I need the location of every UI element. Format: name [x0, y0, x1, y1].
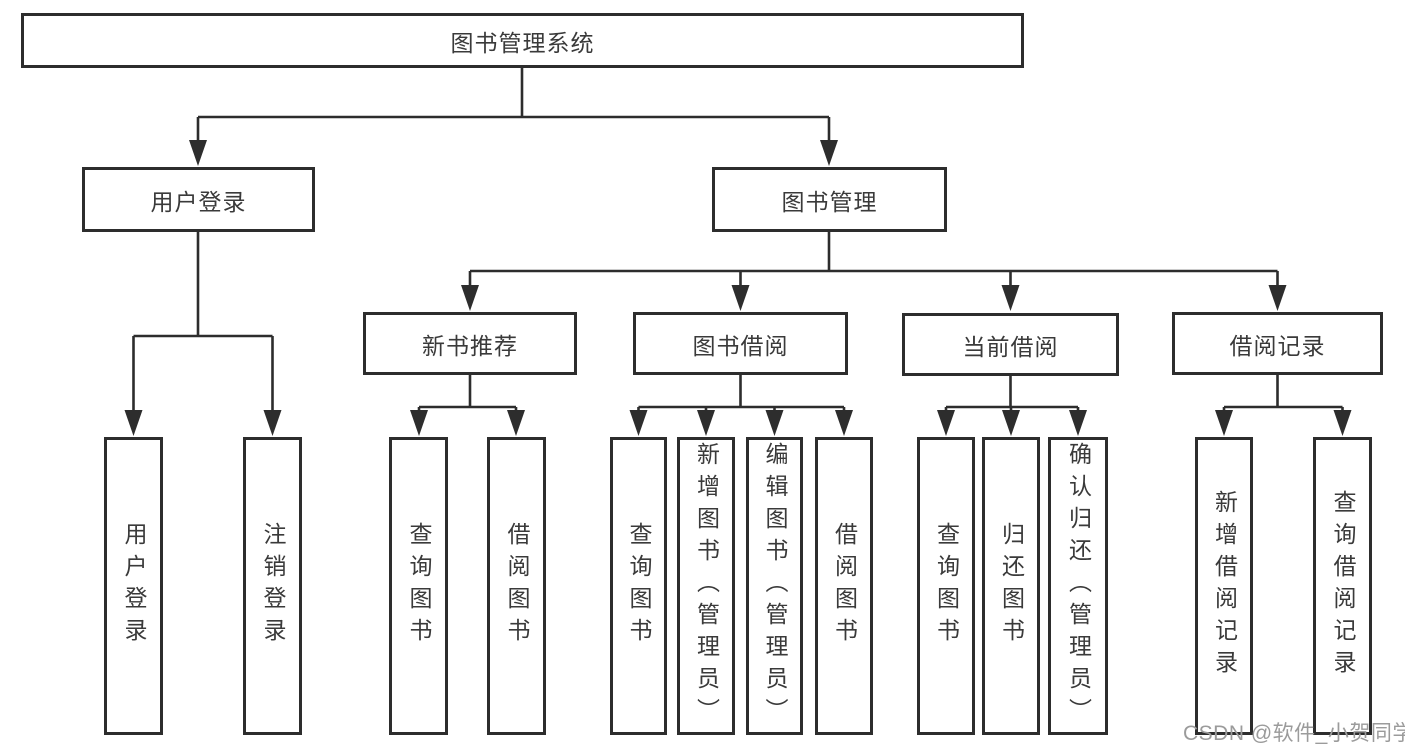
- node-library-system: 图书管理系统: [21, 13, 1024, 68]
- leaf-borrow-books-recommend-label: 借阅图书: [504, 522, 530, 650]
- leaf-query-books-recommend-label: 查询图书: [406, 522, 432, 650]
- node-borrow-record-label: 借阅记录: [1229, 332, 1326, 359]
- leaf-return-books: 归还图书: [982, 437, 1040, 735]
- node-book-management: 图书管理: [712, 167, 947, 232]
- leaf-user-login-label: 用户登录: [121, 522, 147, 650]
- leaf-borrow-books-recommend: 借阅图书: [487, 437, 546, 735]
- leaf-borrow-books-label: 借阅图书: [831, 522, 858, 650]
- node-borrow-record: 借阅记录: [1172, 312, 1383, 375]
- leaf-borrow-books: 借阅图书: [815, 437, 873, 735]
- node-new-book-recommend: 新书推荐: [363, 312, 577, 375]
- leaf-logout: 注销登录: [243, 437, 302, 735]
- node-user-login: 用户登录: [82, 167, 315, 232]
- node-book-borrow-label: 图书借阅: [692, 332, 789, 359]
- leaf-query-books-borrow: 查询图书: [610, 437, 667, 735]
- leaf-query-books-current-label: 查询图书: [933, 522, 960, 650]
- leaf-add-books-admin: 新增图书（管理员）: [677, 437, 735, 735]
- leaf-user-login: 用户登录: [104, 437, 163, 735]
- leaf-query-borrow-record: 查询借阅记录: [1313, 437, 1372, 735]
- leaf-query-borrow-record-label: 查询借阅记录: [1330, 490, 1356, 682]
- node-current-borrow: 当前借阅: [902, 313, 1119, 376]
- leaf-confirm-return-admin: 确认归还（管理员）: [1048, 437, 1108, 735]
- leaf-add-borrow-record: 新增借阅记录: [1195, 437, 1253, 735]
- leaf-query-books-current: 查询图书: [917, 437, 975, 735]
- node-current-borrow-label: 当前借阅: [962, 333, 1059, 360]
- node-new-book-recommend-label: 新书推荐: [422, 332, 518, 359]
- leaf-add-books-admin-label: 新增图书（管理员）: [693, 442, 720, 730]
- node-library-system-label: 图书管理系统: [450, 29, 595, 56]
- leaf-query-books-borrow-label: 查询图书: [626, 522, 652, 650]
- leaf-edit-books-admin-label: 编辑图书（管理员）: [762, 442, 788, 730]
- leaf-return-books-label: 归还图书: [998, 522, 1025, 650]
- node-book-borrow: 图书借阅: [633, 312, 848, 375]
- leaf-confirm-return-admin-label: 确认归还（管理员）: [1065, 442, 1092, 730]
- leaf-add-borrow-record-label: 新增借阅记录: [1211, 490, 1238, 682]
- leaf-query-books-recommend: 查询图书: [389, 437, 448, 735]
- node-book-management-label: 图书管理: [781, 188, 878, 215]
- leaf-logout-label: 注销登录: [260, 522, 286, 650]
- node-user-login-label: 用户登录: [150, 188, 247, 215]
- csdn-watermark: CSDN @软件_小贺同学: [1183, 722, 1405, 745]
- leaf-edit-books-admin: 编辑图书（管理员）: [746, 437, 803, 735]
